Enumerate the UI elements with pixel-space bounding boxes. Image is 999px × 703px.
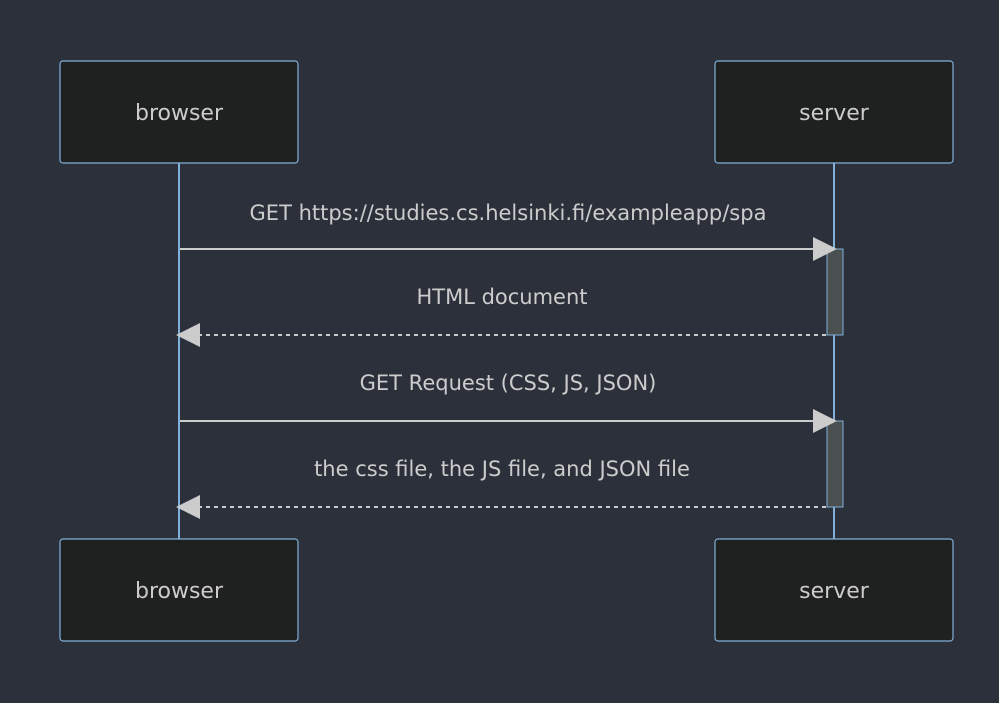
participant-browser-bottom: browser: [59, 538, 299, 642]
message-2: HTML document: [176, 285, 826, 347]
participant-label: browser: [135, 101, 224, 126]
participant-browser-top: browser: [59, 60, 299, 164]
message-1: GET https://studies.cs.helsinki.fi/examp…: [180, 201, 837, 261]
message-label: the css file, the JS file, and JSON file: [314, 457, 690, 481]
message-label: GET Request (CSS, JS, JSON): [360, 371, 657, 395]
message-label: GET https://studies.cs.helsinki.fi/examp…: [250, 201, 767, 225]
participant-label: server: [799, 579, 870, 604]
participant-server-bottom: server: [714, 538, 954, 642]
activation-box: [826, 420, 844, 508]
message-3: GET Request (CSS, JS, JSON): [180, 371, 837, 433]
participant-label: server: [799, 101, 870, 126]
participant-label: browser: [135, 579, 224, 604]
message-label: HTML document: [416, 285, 587, 309]
activation-box: [826, 248, 844, 336]
participant-server-top: server: [714, 60, 954, 164]
message-4: the css file, the JS file, and JSON file: [176, 457, 826, 519]
